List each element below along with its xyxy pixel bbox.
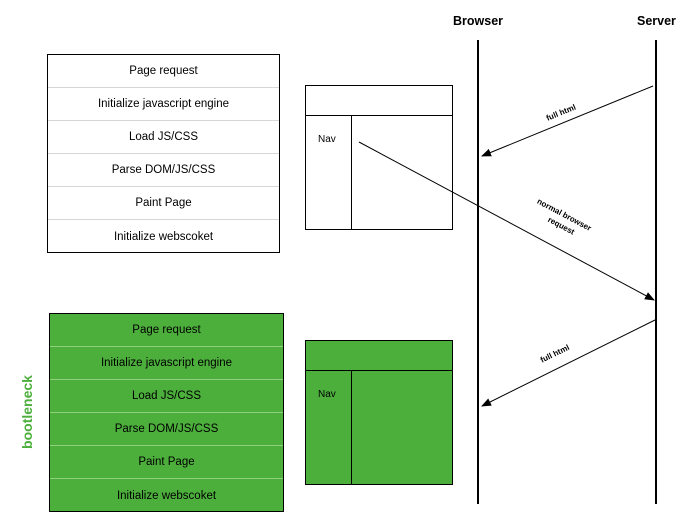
step-row: Parse DOM/JS/CSS bbox=[50, 413, 283, 446]
step-row: Initialize javascript engine bbox=[48, 88, 279, 121]
step-row: Parse DOM/JS/CSS bbox=[48, 154, 279, 187]
step-row: Initialize webscoket bbox=[116, 489, 217, 502]
server-column-title: Server bbox=[637, 14, 676, 28]
full-html-arrow-1 bbox=[481, 85, 654, 157]
page-sidebar bbox=[306, 116, 352, 229]
page-sidebar bbox=[306, 371, 352, 484]
nav-label: Nav bbox=[318, 134, 336, 145]
page-header bbox=[306, 341, 452, 371]
normal-request-arrow bbox=[358, 141, 655, 301]
full-html-arrow-2 bbox=[481, 319, 656, 407]
full-html-label-2: full html bbox=[539, 343, 571, 365]
nav-label: Nav bbox=[318, 389, 336, 400]
step-row: Paint Page bbox=[50, 446, 283, 479]
step-row: Initialize javascript engine bbox=[50, 347, 283, 380]
page-wireframe-top: Nav bbox=[305, 85, 453, 230]
full-html-label-1: full html bbox=[545, 103, 577, 123]
step-row: Initialize webscoket bbox=[113, 230, 214, 243]
step-row: Page request bbox=[48, 55, 279, 88]
browser-column-title: Browser bbox=[453, 14, 504, 28]
step-row: Load JS/CSS bbox=[50, 380, 283, 413]
page-header bbox=[306, 86, 452, 116]
step-row: Load JS/CSS bbox=[48, 121, 279, 154]
steps-stack-top: Page request Initialize javascript engin… bbox=[47, 54, 280, 253]
step-row: Paint Page bbox=[48, 187, 279, 220]
steps-stack-bottom: Page request Initialize javascript engin… bbox=[49, 313, 284, 512]
step-row: Page request bbox=[50, 314, 283, 347]
page-wireframe-bottom: Nav bbox=[305, 340, 453, 485]
